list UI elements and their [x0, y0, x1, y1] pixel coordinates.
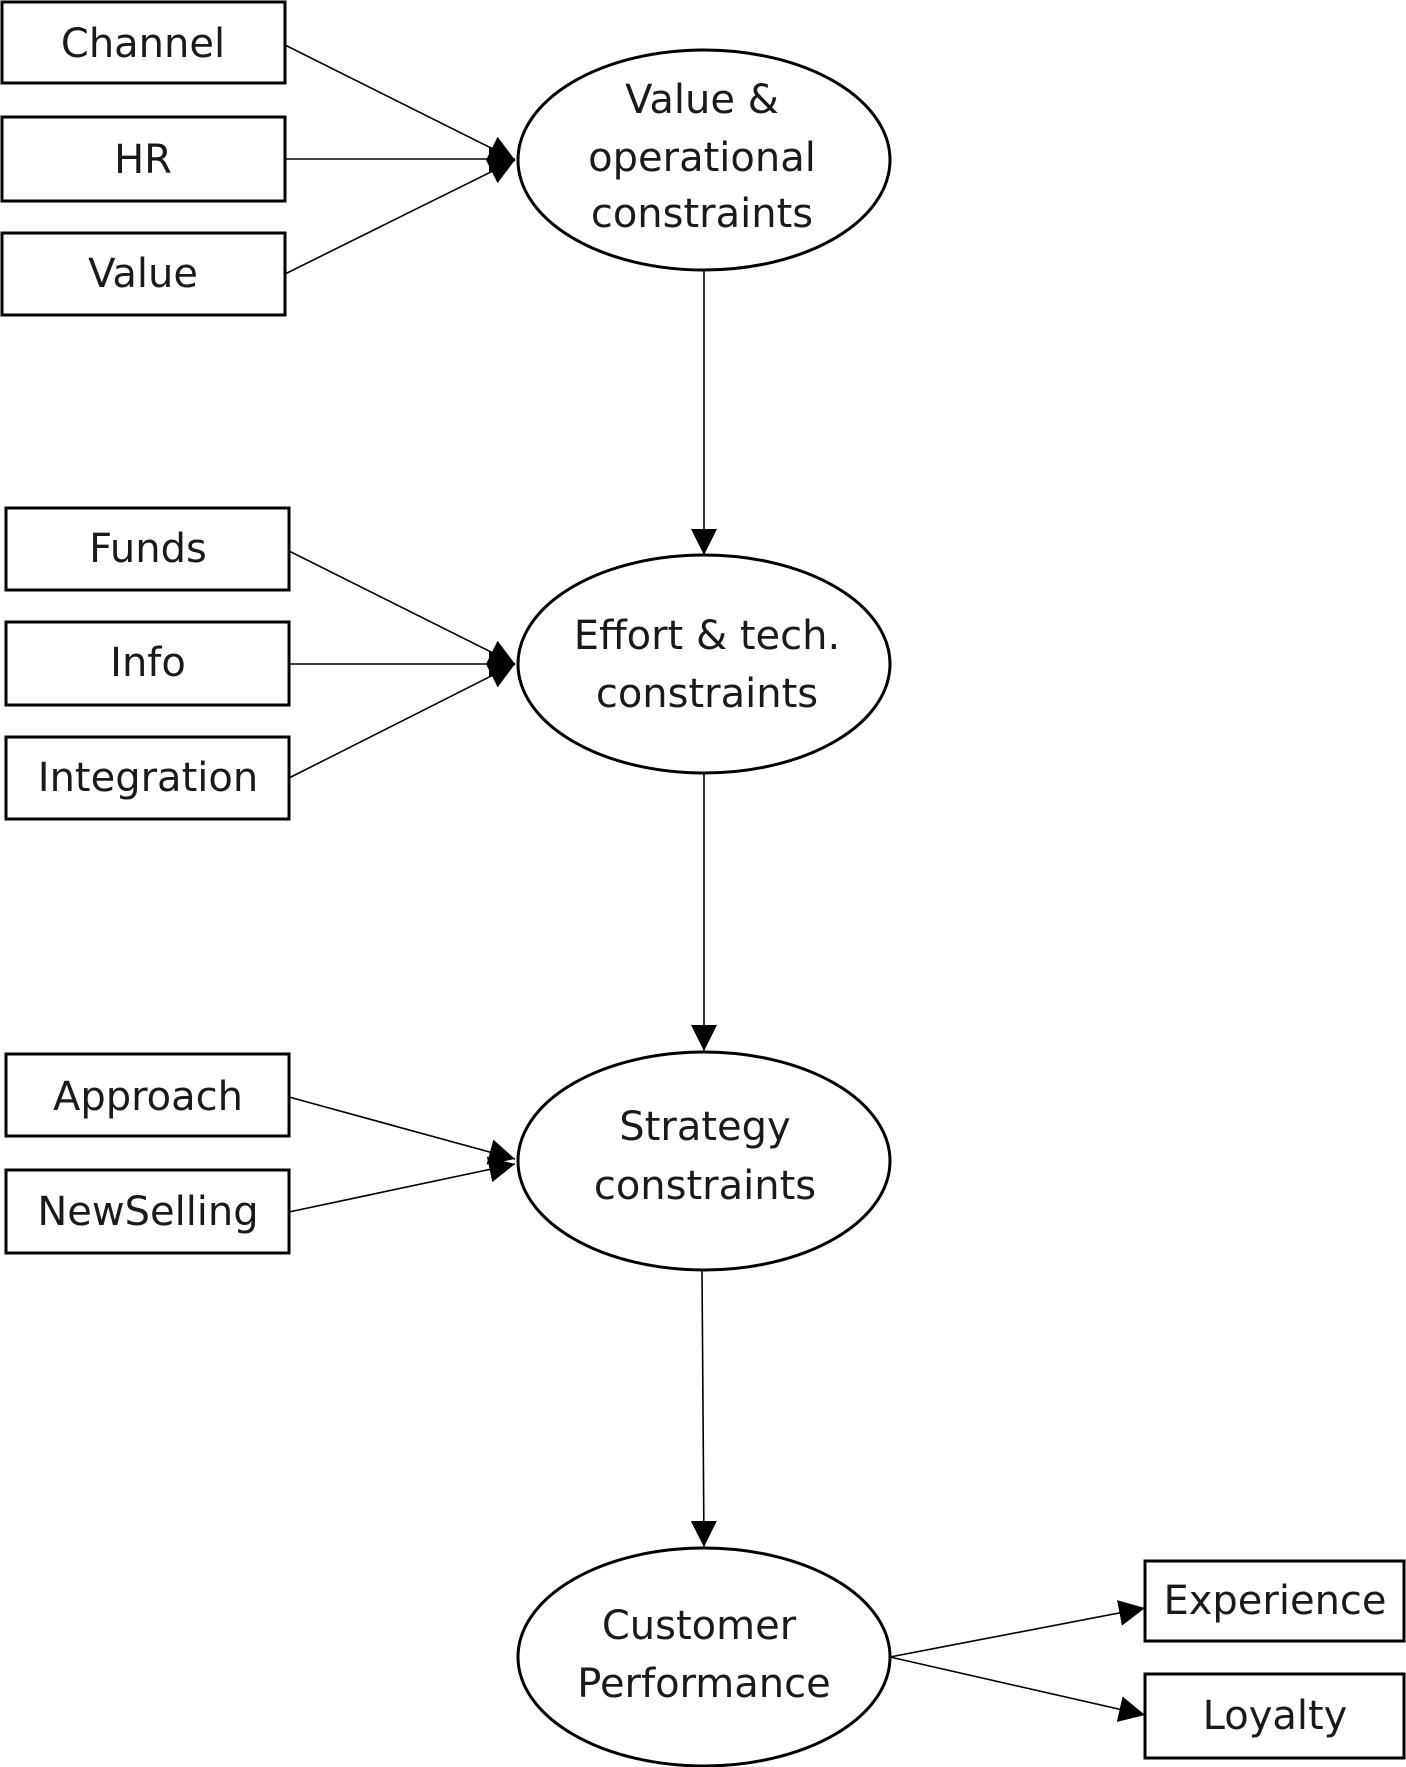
indicator-newselling-label: NewSelling [37, 1189, 258, 1235]
construct-effort-tech-constraints: Effort & tech. constraints [516, 553, 892, 775]
indicator-value: Value [0, 231, 287, 317]
construct-1-line-2: operational [588, 135, 816, 181]
indicator-newselling: NewSelling [4, 1168, 291, 1255]
construct-4-line-2: Performance [577, 1661, 830, 1707]
indicator-value-label: Value [88, 251, 198, 297]
indicator-integration: Integration [4, 735, 291, 821]
edge-integration-to-construct2 [288, 663, 516, 779]
construct-1-line-3: constraints [591, 191, 813, 237]
construct-value-operational-constraints: Value & operational constraints [516, 48, 892, 272]
indicator-channel-label: Channel [61, 21, 225, 67]
indicator-info: Info [4, 620, 291, 707]
indicator-funds: Funds [4, 506, 291, 592]
edge-approach-to-construct3 [288, 1096, 516, 1165]
indicator-channel: Channel [0, 0, 287, 85]
construct-customer-performance: Customer Performance [516, 1546, 892, 1767]
indicator-approach-label: Approach [53, 1074, 243, 1120]
construct-2-line-1: Effort & tech. [574, 613, 840, 659]
indicator-loyalty: Loyalty [1143, 1672, 1406, 1760]
construct-1-line-1: Value & [625, 77, 779, 123]
edge-newselling-to-construct3 [288, 1156, 516, 1213]
construct-4-line-1: Customer [602, 1603, 797, 1649]
edge-funds-to-construct2 [288, 550, 516, 665]
construct-2-line-2: constraints [596, 671, 818, 717]
edge-construct4-to-loyalty [889, 1656, 1146, 1722]
edge-value-to-construct1 [284, 159, 516, 275]
indicator-experience: Experience [1143, 1559, 1406, 1643]
indicator-integration-label: Integration [38, 755, 258, 801]
indicator-funds-label: Funds [89, 526, 207, 572]
construct-3-line-2: constraints [594, 1163, 816, 1209]
indicator-hr: HR [0, 115, 287, 203]
construct-3-line-1: Strategy [619, 1104, 790, 1150]
indicator-approach: Approach [4, 1052, 291, 1138]
edge-construct4-to-experience [889, 1600, 1146, 1658]
construct-strategy-constraints: Strategy constraints [516, 1050, 892, 1272]
indicator-experience-label: Experience [1163, 1578, 1386, 1624]
indicator-hr-label: HR [114, 137, 172, 183]
indicator-info-label: Info [110, 640, 186, 686]
edge-channel-to-construct1 [284, 44, 516, 161]
edge-construct3-to-construct4 [690, 1269, 717, 1548]
indicator-loyalty-label: Loyalty [1203, 1693, 1348, 1739]
